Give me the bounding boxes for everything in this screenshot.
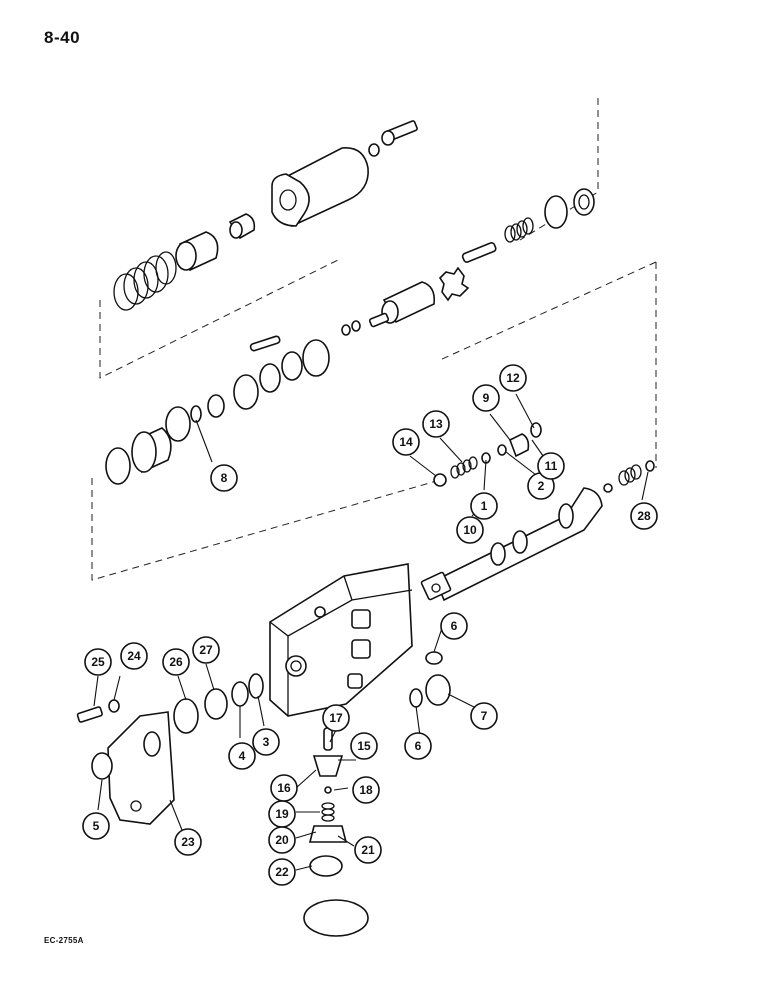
svg-text:8: 8 bbox=[221, 471, 228, 485]
roll-pin bbox=[249, 335, 281, 352]
spring-seat-upper bbox=[228, 213, 256, 240]
callout-10: 10 bbox=[456, 516, 484, 544]
callout-12: 12 bbox=[499, 364, 527, 392]
callout-23: 23 bbox=[174, 828, 202, 856]
callout-17: 17 bbox=[322, 704, 350, 732]
svg-text:24: 24 bbox=[127, 649, 141, 663]
spring-retainer-cup bbox=[175, 231, 219, 272]
svg-text:28: 28 bbox=[637, 509, 651, 523]
relief-valve-stack bbox=[303, 727, 369, 937]
svg-text:10: 10 bbox=[463, 523, 477, 537]
detent-bushing bbox=[508, 422, 542, 458]
svg-text:21: 21 bbox=[361, 843, 375, 857]
callout-1: 1 bbox=[470, 492, 498, 520]
svg-text:11: 11 bbox=[545, 459, 558, 473]
callout-28: 28 bbox=[630, 502, 658, 530]
callout-2: 2 bbox=[527, 472, 555, 500]
page-number: 8-40 bbox=[44, 28, 81, 47]
end-cap-housing bbox=[271, 147, 369, 228]
callout-18: 18 bbox=[352, 776, 380, 804]
svg-text:15: 15 bbox=[357, 739, 371, 753]
callout-11: 11 bbox=[537, 452, 565, 480]
upper-right-seal-rings bbox=[544, 188, 595, 229]
callout-19: 19 bbox=[268, 800, 296, 828]
figure-code: EC-2755A bbox=[44, 936, 84, 945]
svg-text:5: 5 bbox=[93, 819, 100, 833]
mounting-bracket bbox=[107, 711, 175, 825]
svg-text:9: 9 bbox=[483, 391, 490, 405]
callout-26: 26 bbox=[162, 648, 190, 676]
spool-small-spring bbox=[618, 460, 655, 486]
upper-washer bbox=[368, 143, 380, 157]
valve-spool bbox=[420, 483, 613, 602]
svg-text:18: 18 bbox=[359, 783, 373, 797]
svg-text:17: 17 bbox=[329, 711, 343, 725]
callout-6-upper: 6 bbox=[440, 612, 468, 640]
svg-text:16: 16 bbox=[277, 781, 291, 795]
svg-text:19: 19 bbox=[275, 807, 289, 821]
svg-text:13: 13 bbox=[429, 417, 443, 431]
callout-7: 7 bbox=[470, 702, 498, 730]
detent-ball bbox=[433, 473, 447, 487]
svg-text:7: 7 bbox=[481, 709, 488, 723]
callout-4: 4 bbox=[228, 742, 256, 770]
callout-24: 24 bbox=[120, 642, 148, 670]
svg-text:12: 12 bbox=[506, 371, 520, 385]
callout-14: 14 bbox=[392, 428, 420, 456]
svg-text:25: 25 bbox=[91, 655, 105, 669]
svg-text:6: 6 bbox=[451, 619, 458, 633]
o-ring-series bbox=[190, 339, 330, 423]
callout-8: 8 bbox=[210, 464, 238, 492]
right-side-rings bbox=[409, 651, 451, 708]
callout-22: 22 bbox=[268, 858, 296, 886]
svg-text:23: 23 bbox=[181, 835, 195, 849]
valve-body bbox=[269, 563, 413, 717]
svg-text:22: 22 bbox=[275, 865, 289, 879]
detent-spring bbox=[450, 456, 478, 479]
callout-15: 15 bbox=[350, 732, 378, 760]
svg-text:27: 27 bbox=[199, 643, 213, 657]
callout-5: 5 bbox=[82, 812, 110, 840]
svg-text:6: 6 bbox=[415, 739, 422, 753]
svg-text:4: 4 bbox=[239, 749, 246, 763]
callout-16: 16 bbox=[270, 774, 298, 802]
piston-assembly bbox=[105, 406, 191, 485]
callout-3: 3 bbox=[252, 728, 280, 756]
callout-25: 25 bbox=[84, 648, 112, 676]
large-coil-spring bbox=[113, 251, 177, 311]
svg-text:20: 20 bbox=[275, 833, 289, 847]
callout-6-lower: 6 bbox=[404, 732, 432, 760]
svg-text:3: 3 bbox=[263, 735, 270, 749]
callout-21: 21 bbox=[354, 836, 382, 864]
small-rings-upper bbox=[341, 320, 361, 336]
bracket-bushing bbox=[91, 752, 113, 780]
callout-20: 20 bbox=[268, 826, 296, 854]
plunger-pin bbox=[461, 242, 497, 263]
svg-text:26: 26 bbox=[169, 655, 183, 669]
callout-13: 13 bbox=[422, 410, 450, 438]
valve-stem-upper bbox=[368, 281, 436, 328]
left-side-rings bbox=[173, 673, 264, 734]
svg-text:1: 1 bbox=[481, 499, 488, 513]
lower-assembly-boundary bbox=[91, 261, 657, 581]
bracket-bolt bbox=[76, 699, 120, 723]
svg-text:2: 2 bbox=[538, 479, 545, 493]
callout-27: 27 bbox=[192, 636, 220, 664]
callout-9: 9 bbox=[472, 384, 500, 412]
upper-assembly-boundary bbox=[99, 98, 599, 379]
star-washer bbox=[438, 266, 470, 302]
upper-bolt bbox=[381, 120, 418, 146]
svg-text:14: 14 bbox=[399, 435, 413, 449]
small-spring-upper bbox=[504, 217, 534, 243]
